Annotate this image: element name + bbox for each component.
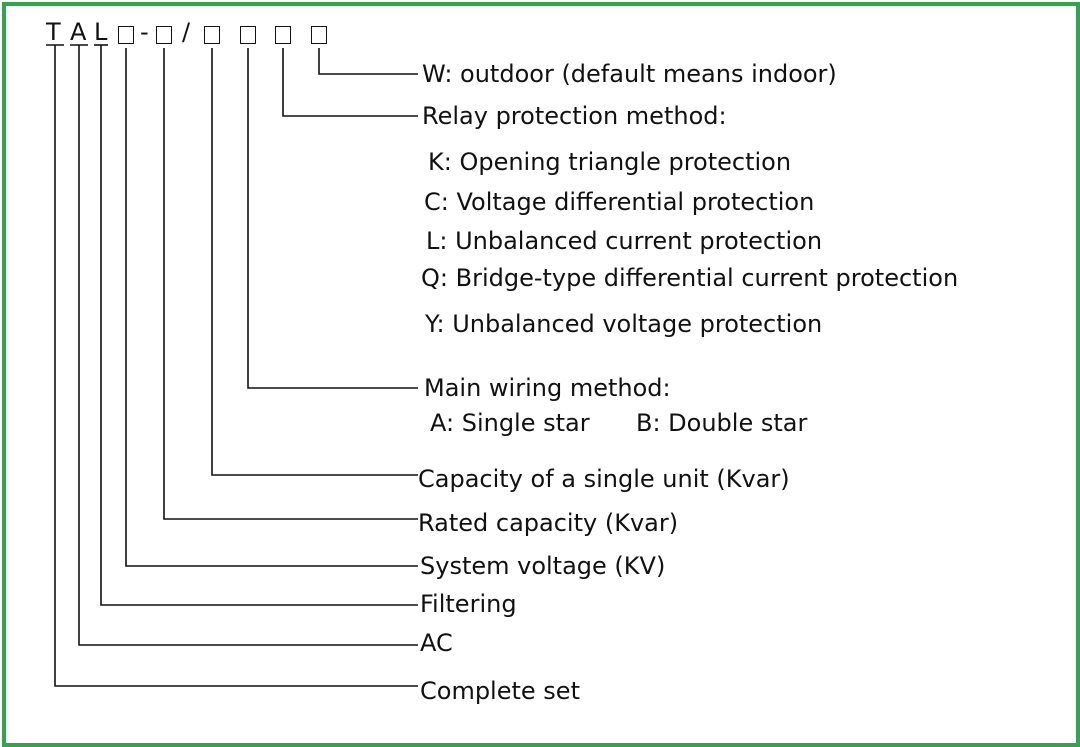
leader-relay [282, 48, 418, 117]
code-letter-l: L [94, 18, 108, 46]
code-box-wiring [240, 26, 256, 44]
code-box-single-capacity [204, 26, 220, 44]
leader-ac [78, 45, 418, 646]
label-complete-set: Complete set [420, 677, 580, 705]
label-wiring-a: A: Single star [430, 409, 590, 437]
label-relay-title: Relay protection method: [422, 102, 727, 130]
leader-system-voltage [125, 48, 418, 567]
label-relay-q: Q: Bridge-type differential current prot… [421, 264, 959, 292]
code-box-system-voltage [118, 26, 134, 44]
label-relay-c: C: Voltage differential protection [424, 188, 815, 216]
label-relay-k: K: Opening triangle protection [428, 148, 792, 176]
leader-rated-capacity [163, 48, 418, 520]
label-relay-l: L: Unbalanced current protection [426, 227, 823, 255]
label-rated-capacity: Rated capacity (Kvar) [418, 509, 679, 537]
leader-complete-set [54, 45, 418, 687]
code-slash: / [182, 18, 191, 46]
code-letter-t: T [46, 18, 61, 46]
leader-filtering [100, 45, 418, 606]
code-dash: - [140, 18, 149, 46]
label-relay-y: Y: Unbalanced voltage protection [425, 310, 823, 338]
label-ac: AC [420, 629, 453, 657]
code-box-relay [275, 26, 291, 44]
label-wiring-title: Main wiring method: [424, 374, 671, 402]
label-wiring-b: B: Double star [636, 409, 808, 437]
label-system-voltage: System voltage (KV) [420, 552, 666, 580]
code-box-outdoor [311, 26, 327, 44]
label-filtering: Filtering [420, 590, 517, 618]
code-box-rated-capacity [156, 26, 172, 44]
label-single-capacity: Capacity of a single unit (Kvar) [418, 465, 790, 493]
code-letter-a: A [70, 18, 87, 46]
leader-outdoor [318, 48, 418, 75]
leader-single-capacity [211, 48, 418, 476]
leader-wiring [247, 48, 418, 389]
label-outdoor: W: outdoor (default means indoor) [422, 60, 837, 88]
